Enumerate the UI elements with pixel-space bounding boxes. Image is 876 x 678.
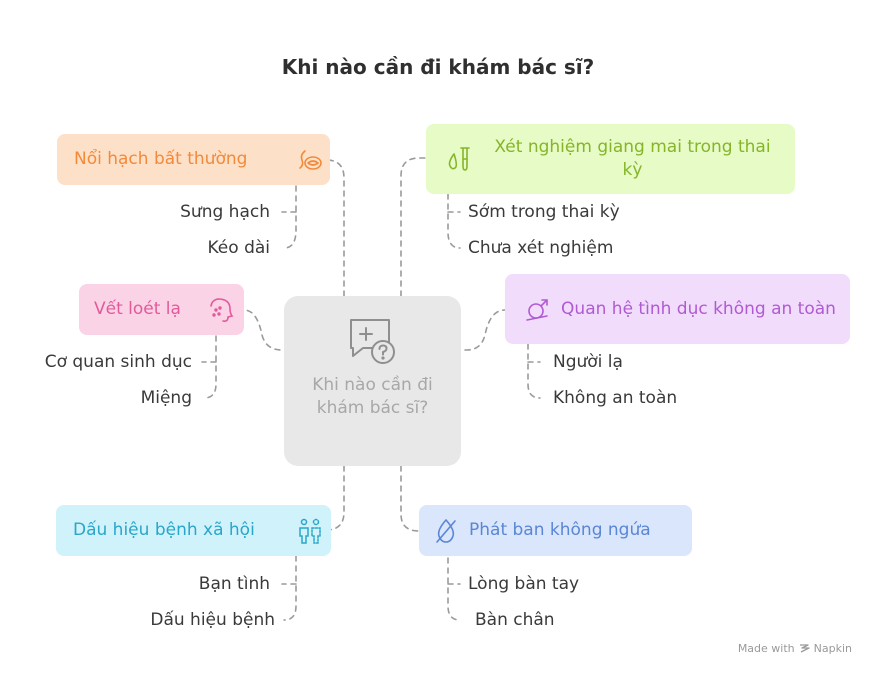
- connector-rash-leaves: [447, 557, 461, 621]
- connector-test-leaves: [447, 193, 461, 249]
- connector-center-lymph: [325, 159, 345, 297]
- connector-center-unsafe: [454, 309, 506, 351]
- medical-question-icon: [350, 319, 395, 364]
- leaf-unsafe-1: Người lạ: [553, 352, 623, 372]
- branch-ulcer-label: Vết loét lạ: [94, 299, 181, 319]
- leaf-lymph-2: Kéo dài: [207, 238, 271, 258]
- branch-rash: Phát ban không ngứa: [419, 505, 692, 556]
- leaf-rash-2: Bàn chân: [475, 610, 555, 630]
- branch-unsafe: Quan hệ tình dục không an toàn: [505, 274, 850, 344]
- no-itch-icon: [436, 518, 456, 543]
- connector-center-ulcer: [243, 309, 291, 351]
- leaf-social-1: Bạn tình: [198, 574, 270, 594]
- branch-social: Dấu hiệu bệnh xã hội: [56, 505, 331, 556]
- connector-social-leaves: [281, 555, 297, 621]
- leaf-test-1: Sớm trong thai kỳ: [468, 202, 620, 222]
- leaf-social-2: Dấu hiệu bệnh: [150, 610, 275, 630]
- branch-unsafe-label: Quan hệ tình dục không an toàn: [561, 298, 836, 319]
- watermark-prefix: Made with: [737, 642, 795, 655]
- leaf-rash-1: Lòng bàn tay: [468, 574, 580, 594]
- branch-lymph: Nổi hạch bất thường: [57, 134, 330, 185]
- connector-lymph-leaves: [281, 185, 297, 249]
- connector-center-rash: [400, 465, 420, 532]
- test-tube-icon: [448, 147, 470, 171]
- connector-center-test: [400, 157, 427, 297]
- branch-social-label: Dấu hiệu bệnh xã hội: [73, 520, 255, 540]
- lymph-node-icon: [299, 149, 322, 170]
- leaf-ulcer-2: Miệng: [140, 388, 192, 408]
- leaf-lymph-1: Sưng hạch: [180, 202, 270, 222]
- leaf-ulcer-1: Cơ quan sinh dục: [44, 352, 192, 372]
- connector-ulcer-leaves: [201, 335, 217, 399]
- diagram-title: Khi nào cần đi khám bác sĩ?: [281, 55, 595, 79]
- branch-test-label: Xét nghiệm giang mai trong thai kỳ: [494, 137, 771, 180]
- no-sex-icon: [526, 299, 548, 321]
- watermark-brand: Napkin: [813, 642, 852, 655]
- napkin-watermark: Made with Napkin: [738, 642, 852, 655]
- leaf-test-2: Chưa xét nghiệm: [468, 238, 614, 258]
- branch-test: Xét nghiệm giang mai trong thai kỳ: [426, 124, 795, 194]
- branch-ulcer: Vết loét lạ: [79, 284, 244, 335]
- people-icon: [299, 518, 321, 544]
- connector-unsafe-leaves: [527, 343, 541, 399]
- napkin-logo-icon: [799, 644, 810, 653]
- center-node: Khi nào cần đi khám bác sĩ?: [284, 296, 461, 466]
- center-label: Khi nào cần đi khám bác sĩ?: [312, 375, 433, 418]
- branch-rash-label: Phát ban không ngứa: [469, 520, 651, 540]
- branch-lymph-label: Nổi hạch bất thường: [74, 149, 248, 169]
- face-sores-icon: [210, 297, 234, 322]
- leaf-unsafe-2: Không an toàn: [553, 388, 678, 408]
